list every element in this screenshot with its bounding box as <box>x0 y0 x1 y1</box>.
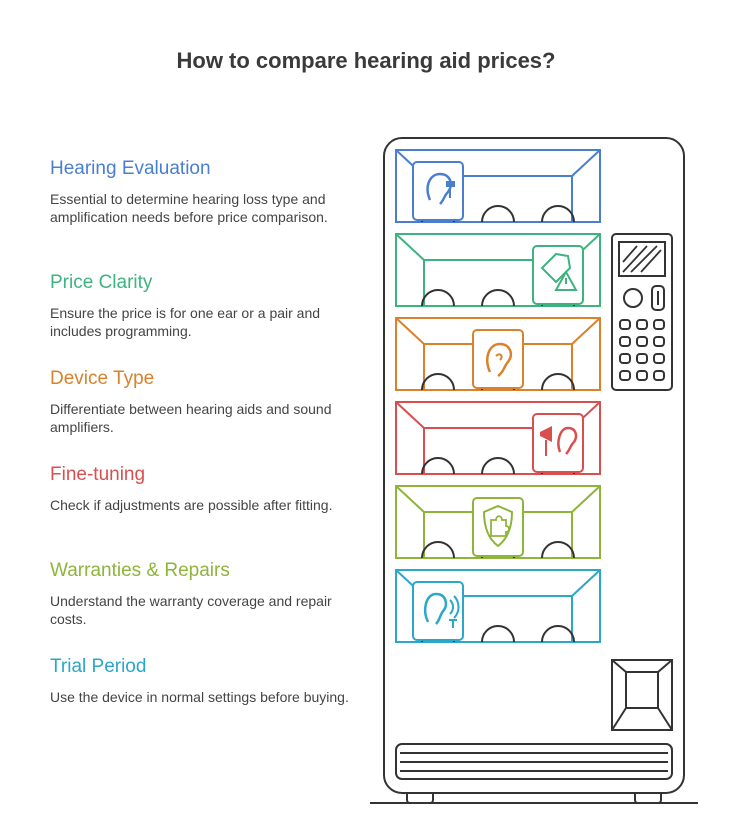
item-description: Differentiate between hearing aids and s… <box>50 401 332 435</box>
control-panel <box>611 233 673 391</box>
keypad <box>619 319 665 381</box>
coin-button <box>623 288 643 308</box>
shield-puzzle-icon <box>472 497 524 557</box>
item-description: Ensure the price is for one ear or a pai… <box>50 305 321 339</box>
item-description: Use the device in normal settings before… <box>50 689 349 705</box>
item-device-type: Device Type Differentiate between hearin… <box>50 367 350 436</box>
item-heading: Hearing Evaluation <box>50 158 211 179</box>
item-description: Understand the warranty coverage and rep… <box>50 593 332 627</box>
dispenser-slot <box>395 743 673 780</box>
item-trial-period: Trial Period Use the device in normal se… <box>50 655 350 706</box>
item-heading: Fine-tuning <box>50 464 146 485</box>
item-heading: Device Type <box>50 368 155 389</box>
item-heading: Trial Period <box>50 656 147 677</box>
item-description: Check if adjustments are possible after … <box>50 497 333 513</box>
item-heading: Warranties & Repairs <box>50 560 230 581</box>
page-title: How to compare hearing aid prices? <box>176 48 556 73</box>
ear-with-sound-icon <box>412 161 464 221</box>
megaphone-ear-icon <box>532 413 584 473</box>
hearing-loop-icon <box>412 581 464 641</box>
item-warranties-repairs: Warranties & Repairs Understand the warr… <box>50 559 350 628</box>
item-fine-tuning: Fine-tuning Check if adjustments are pos… <box>50 463 350 514</box>
item-description: Essential to determine hearing loss type… <box>50 191 328 225</box>
change-return-box <box>611 659 673 731</box>
item-hearing-evaluation: Hearing Evaluation Essential to determin… <box>50 157 350 226</box>
item-price-clarity: Price Clarity Ensure the price is for on… <box>50 271 350 340</box>
item-heading: Price Clarity <box>50 272 153 293</box>
price-tag-warning-icon <box>532 245 584 305</box>
ear-icon <box>472 329 524 389</box>
